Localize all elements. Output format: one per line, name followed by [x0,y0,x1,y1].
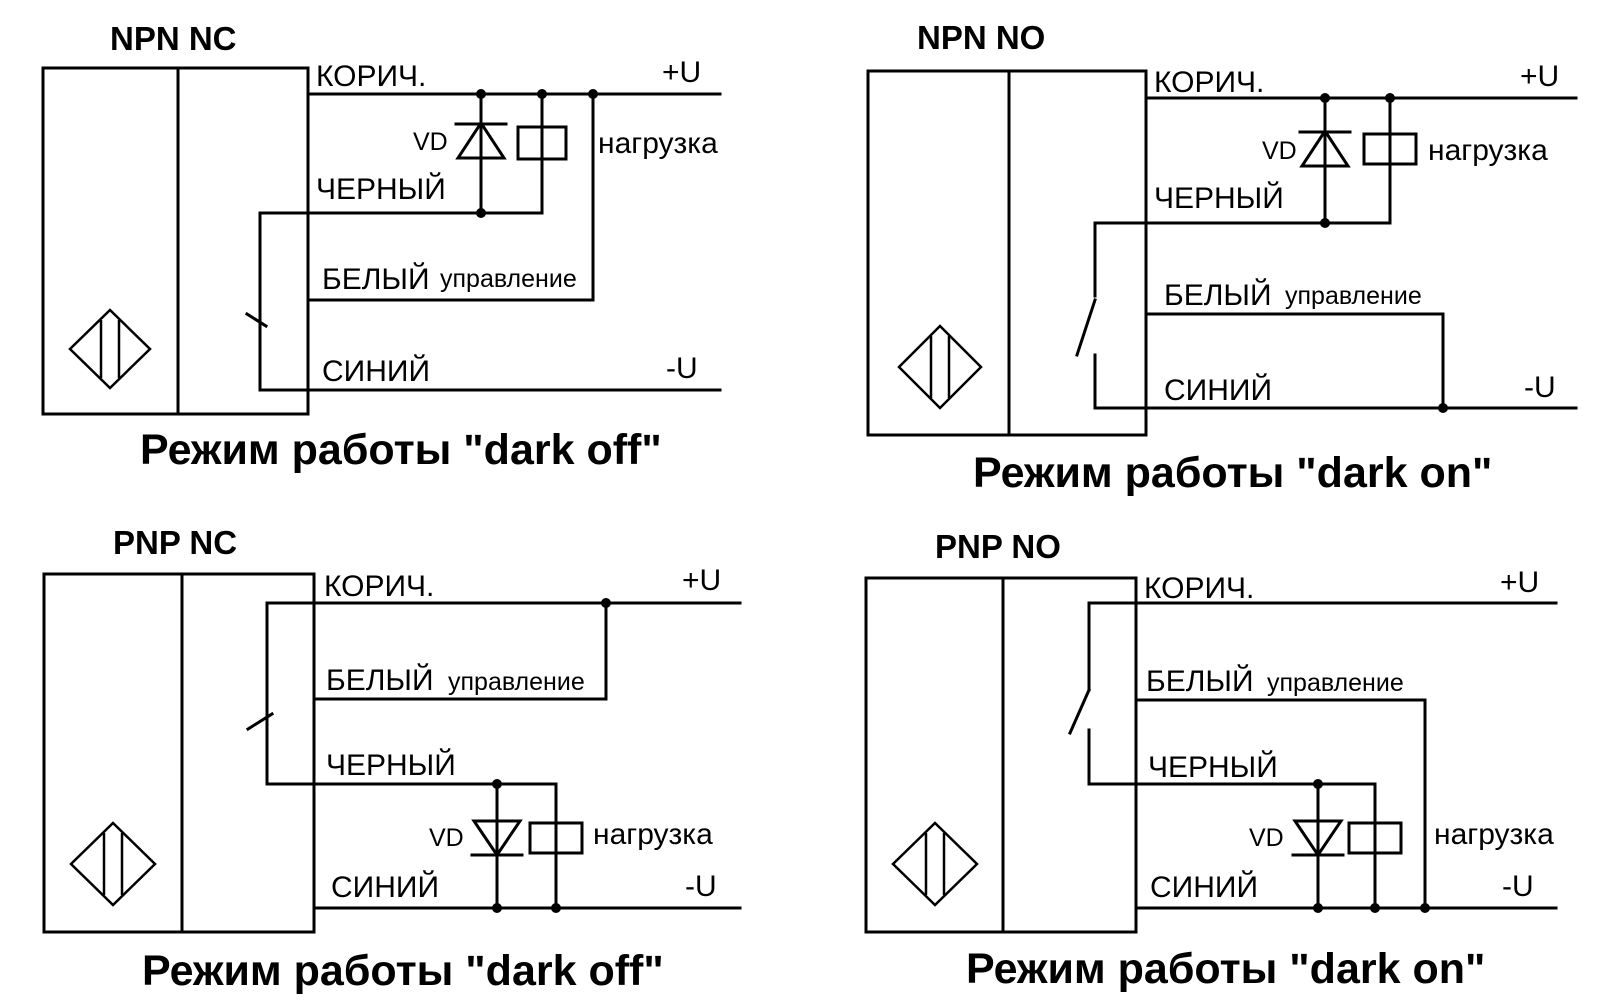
minus-voltage-label: -U [685,870,717,903]
npn-nc-title: NPN NC [110,20,237,57]
npn-no-white-wire [1144,312,1445,410]
diode-icon [455,120,507,160]
control-label: управление [1267,669,1404,697]
minus-voltage-label: -U [666,352,698,385]
switch-contact-lever [245,711,275,732]
control-label: управление [1285,282,1422,310]
junction-dot [1385,93,1395,103]
junction-dot [492,903,502,913]
white-wire-label: БЕЛЫЙ [1146,664,1254,698]
pnp-nc-white-wire [312,601,608,701]
switch-contact-lever [1068,688,1091,735]
brown-wire-label: КОРИЧ. [324,570,434,603]
junction-dot [1320,93,1330,103]
black-wire-label: ЧЕРНЫЙ [1154,181,1284,215]
blue-wire-label: СИНИЙ [1150,870,1258,904]
black-wire-label: ЧЕРНЫЙ [1148,750,1278,784]
blue-wire-label: СИНИЙ [1164,373,1272,407]
npn-no-title: NPN NO [917,19,1045,56]
diode-icon [1292,819,1344,858]
load-icon [516,125,568,161]
diode-icon [471,819,523,858]
brown-wire-label: КОРИЧ. [316,60,426,93]
load-icon [1362,132,1418,166]
pnp-no-sensor-body [864,576,1138,934]
black-wire-label: ЧЕРНЫЙ [326,748,456,782]
junction-dot [1313,903,1323,913]
npn-no-black-wire [1093,96,1392,225]
blue-wire-label: СИНИЙ [322,354,430,388]
plus-voltage-label: +U [662,56,701,89]
pnp-nc-black-wire [265,782,558,910]
vd-label: VD [1249,824,1284,852]
vd-label: VD [1262,137,1297,165]
plus-voltage-label: +U [1520,60,1559,93]
npn-no-diagram: NPN NO КОРИЧ. +U VD нагрузка ЧЕРНЫЙ БЕЛЫ… [866,19,1578,497]
npn-nc-caption: Режим работы "dark off" [140,426,662,474]
plus-voltage-label: +U [1500,566,1539,599]
load-label: нагрузка [1428,134,1548,167]
minus-voltage-label: -U [1502,870,1534,903]
pnp-no-white-wire [1134,698,1427,910]
white-wire-label: БЕЛЫЙ [326,663,434,697]
blue-wire-label: СИНИЙ [331,870,439,904]
load-label: нагрузка [593,818,713,851]
sensor-icon [68,308,152,390]
white-wire-label: БЕЛЫЙ [322,262,430,296]
npn-nc-black-wire [258,92,544,215]
junction-dot [588,89,598,99]
load-label: нагрузка [598,127,718,160]
npn-nc-white-wire [306,92,595,302]
junction-dot [1420,903,1430,913]
pnp-no-diagram: PNP NO КОРИЧ. +U БЕЛЫЙ управление ЧЕРНЫЙ… [864,528,1558,993]
load-icon [528,821,584,855]
junction-dot [492,779,502,789]
npn-no-caption: Режим работы "dark on" [973,449,1492,497]
junction-dot [537,89,547,99]
sensor-icon [897,324,983,410]
load-label: нагрузка [1434,818,1554,851]
control-label: управление [448,668,585,696]
black-wire-label: ЧЕРНЫЙ [316,172,446,206]
pnp-no-title: PNP NO [935,528,1061,565]
junction-dot [476,89,486,99]
junction-dot [1370,903,1380,913]
sensor-icon [891,821,979,907]
minus-voltage-label: -U [1524,371,1556,404]
control-label: управление [440,265,577,293]
junction-dot [476,208,486,218]
load-icon [1347,821,1403,855]
switch-contact-lever [244,311,269,329]
npn-no-sensor-body [866,69,1148,437]
plus-voltage-label: +U [682,564,721,597]
pnp-no-black-wire [1087,782,1377,910]
white-wire-label: БЕЛЫЙ [1164,278,1272,312]
brown-wire-label: КОРИЧ. [1144,572,1254,605]
pnp-nc-diagram: PNP NC КОРИЧ. +U БЕЛЫЙ управление ЧЕРНЫЙ… [42,524,742,995]
junction-dot [601,598,611,608]
sensor-icon [69,821,157,907]
pnp-nc-caption: Режим работы "dark off" [142,947,664,995]
pnp-nc-title: PNP NC [113,524,237,561]
diode-icon [1299,128,1351,168]
junction-dot [551,903,561,913]
pnp-nc-sensor-body [42,572,316,934]
junction-dot [1313,779,1323,789]
brown-wire-label: КОРИЧ. [1154,66,1264,99]
junction-dot [1320,218,1330,228]
junction-dot [1438,403,1448,413]
vd-label: VD [429,824,464,852]
pnp-no-caption: Режим работы "dark on" [966,945,1485,993]
switch-contact-lever [1075,298,1097,357]
vd-label: VD [413,128,448,156]
npn-nc-diagram: NPN NC КОРИЧ. +U VD нагрузка ЧЕРНЫЙ [41,20,722,474]
npn-nc-sensor-body [41,66,310,416]
